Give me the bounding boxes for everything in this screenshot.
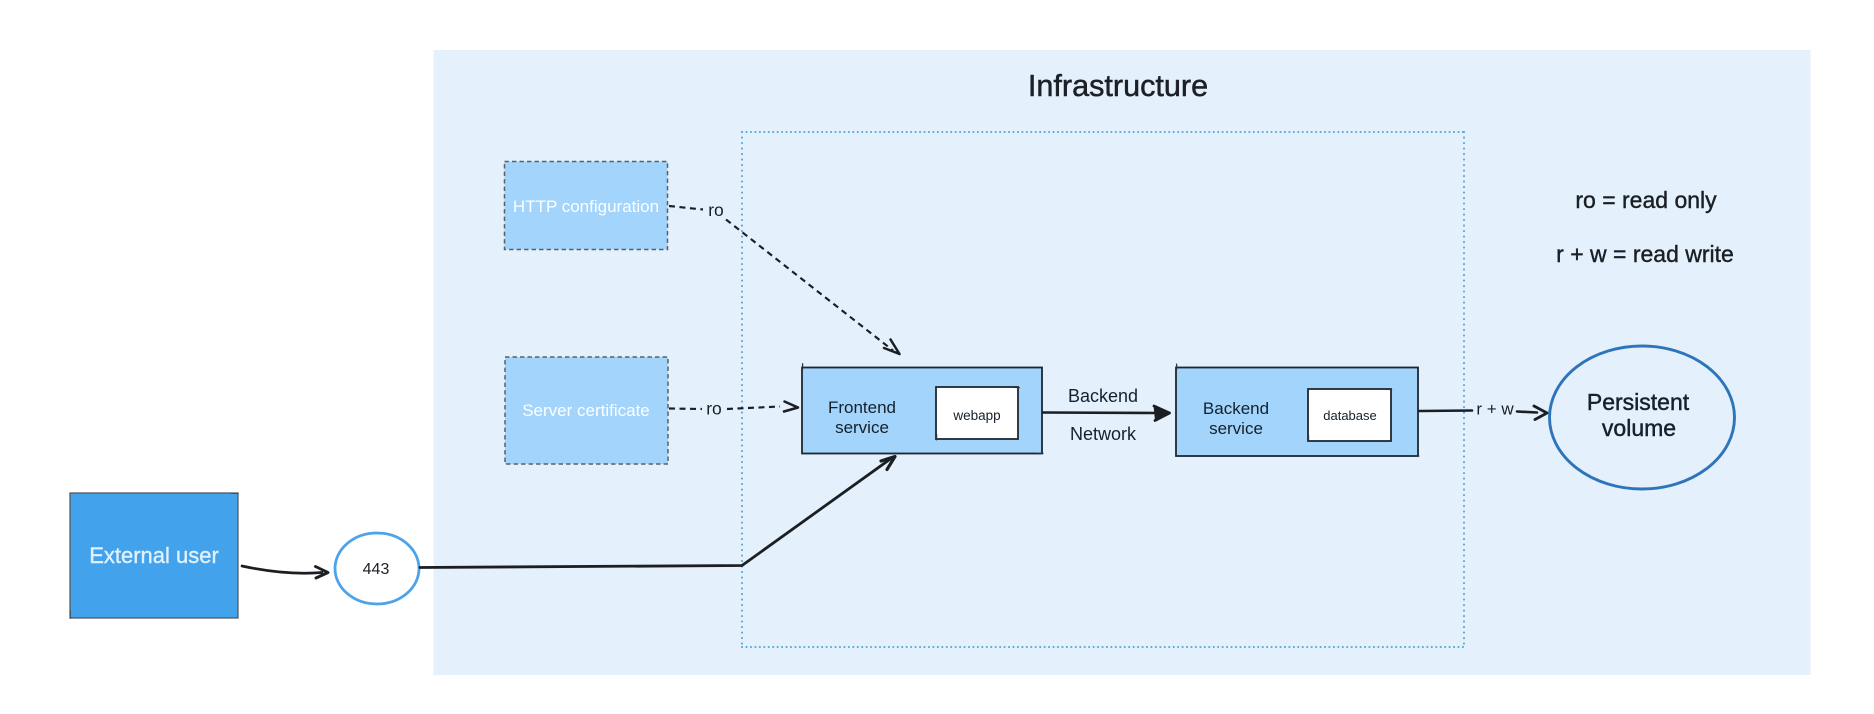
svg-text:ro: ro xyxy=(708,200,724,220)
svg-text:Network: Network xyxy=(1070,424,1137,444)
svg-text:Frontend: Frontend xyxy=(828,398,896,417)
svg-text:volume: volume xyxy=(1602,415,1676,441)
svg-text:Infrastructure: Infrastructure xyxy=(1028,69,1208,103)
svg-text:443: 443 xyxy=(363,561,390,578)
svg-text:ro = read only: ro = read only xyxy=(1575,187,1717,213)
svg-text:Backend: Backend xyxy=(1068,386,1138,406)
svg-text:External user: External user xyxy=(89,543,219,568)
svg-text:Server certificate: Server certificate xyxy=(522,401,650,420)
svg-text:service: service xyxy=(1209,419,1263,438)
svg-text:HTTP configuration: HTTP configuration xyxy=(513,197,659,216)
svg-text:database: database xyxy=(1323,408,1377,423)
svg-text:ro: ro xyxy=(706,399,722,419)
svg-text:webapp: webapp xyxy=(952,408,1000,423)
svg-text:r + w: r + w xyxy=(1476,400,1514,419)
svg-text:Persistent: Persistent xyxy=(1587,389,1690,415)
svg-text:service: service xyxy=(835,418,889,437)
svg-text:r + w = read write: r + w = read write xyxy=(1556,241,1734,267)
svg-text:Backend: Backend xyxy=(1203,399,1269,418)
